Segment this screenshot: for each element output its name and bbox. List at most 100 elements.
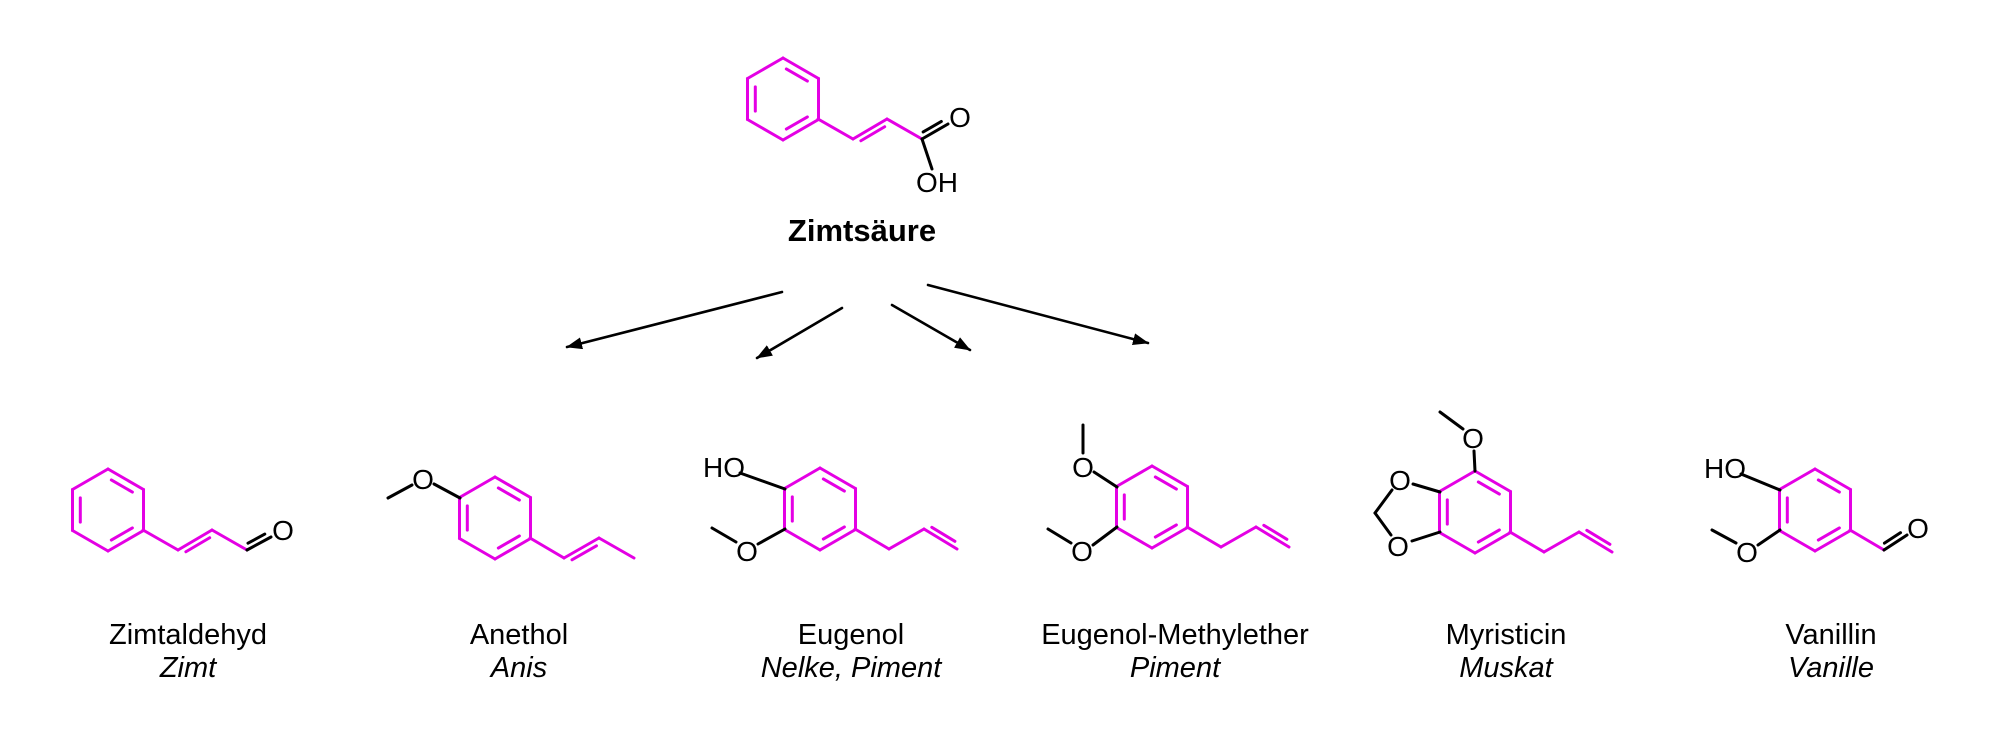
bond (921, 119, 943, 134)
atom-label-O: O (1072, 452, 1094, 483)
compound-source: Nelke, Piment (760, 652, 942, 684)
structure-eugenol: HO O (703, 452, 959, 567)
bond (141, 528, 180, 552)
bond (1739, 472, 1782, 492)
bond (738, 471, 787, 491)
parent-compound-label: Zimtsäure (787, 213, 937, 248)
compound-name: Eugenol-Methylether (1041, 619, 1309, 651)
bond (1816, 478, 1841, 494)
bond (176, 528, 214, 552)
bond (70, 467, 110, 491)
bond (745, 118, 785, 142)
bond (885, 117, 924, 141)
compound-source: Piment (1129, 652, 1221, 684)
derivation-arrow (565, 290, 784, 350)
atom-label-O: O (1907, 513, 1929, 544)
bond (1437, 469, 1477, 493)
derivation-arrow (926, 283, 1150, 345)
atom-label-O: O (736, 536, 758, 567)
bond (1153, 523, 1178, 539)
bond (1219, 525, 1258, 549)
bond (1813, 467, 1853, 491)
bond (1508, 530, 1546, 554)
bond (386, 483, 414, 500)
bond (106, 467, 146, 491)
bond (109, 526, 134, 542)
derivation-arrow (755, 306, 844, 360)
compound-label-zimtaldehyd: Zimtaldehyd Zimt (109, 619, 267, 685)
bond (496, 534, 521, 550)
bond (1585, 528, 1612, 546)
compound-label-myristicin: Myristicin Muskat (1446, 619, 1567, 685)
atom-label-O: O (1387, 531, 1409, 562)
compound-name: Vanillin (1785, 619, 1877, 651)
compound-name: Anethol (469, 619, 569, 651)
atom-label-O: O (1071, 536, 1093, 567)
bond (1410, 530, 1442, 543)
bond (920, 122, 950, 141)
atom-label-O: O (272, 515, 294, 546)
bond (1472, 449, 1477, 473)
atom-label-HO: HO (703, 452, 745, 483)
bond (570, 544, 598, 562)
bond (1476, 480, 1501, 496)
bond (859, 125, 887, 143)
bond (493, 475, 533, 499)
compound-name: Zimtaldehyd (109, 619, 267, 651)
atom-label-O: O (412, 464, 434, 495)
compound-source: Muskat (1459, 652, 1553, 684)
bond (818, 466, 858, 490)
compound-label-eugenol-methylether: Eugenol-Methylether Piment (1041, 619, 1309, 685)
structure-eugenol-methylether: OO (1046, 423, 1291, 567)
bond (1816, 526, 1841, 542)
bond (457, 537, 497, 561)
bond (493, 537, 533, 561)
bond (1411, 482, 1442, 494)
bond (782, 528, 822, 552)
compound-source: Anis (490, 652, 548, 684)
bond (184, 536, 212, 554)
atom-label-O: O (1736, 537, 1758, 568)
bond (1114, 464, 1154, 488)
bond (784, 67, 809, 83)
bond (1150, 464, 1190, 488)
bond (1813, 529, 1853, 553)
bond (816, 117, 855, 141)
bond (851, 117, 889, 141)
bond (1473, 531, 1513, 555)
bond (1153, 475, 1178, 491)
compound-label-eugenol: Eugenol Nelke, Piment (761, 619, 942, 685)
compound-name: Eugenol (797, 619, 905, 651)
bond (930, 525, 957, 543)
bond (597, 536, 636, 560)
bond (1438, 410, 1465, 431)
bond (1882, 531, 1903, 545)
bond (1254, 525, 1291, 549)
bond (246, 532, 267, 545)
derivation-arrow (890, 303, 972, 352)
bond (1091, 525, 1119, 547)
bond (853, 527, 891, 551)
bond (1185, 525, 1223, 549)
bond (756, 527, 787, 546)
atom-label-O: O (1389, 465, 1411, 496)
bond (1542, 530, 1581, 554)
atom-label-OH: OH (916, 167, 958, 198)
bond (562, 536, 601, 560)
structure-anethol: O (386, 464, 636, 562)
bond (1262, 523, 1289, 541)
bond (821, 477, 846, 493)
bond (70, 529, 110, 553)
structure-myristicin: O O O (1373, 410, 1614, 562)
bond (1114, 526, 1154, 550)
bond (920, 137, 934, 171)
bond (528, 536, 566, 560)
bond (782, 466, 822, 490)
bond (922, 527, 959, 551)
bond (1882, 533, 1909, 552)
bond (245, 535, 273, 552)
atom-label-O: O (1462, 423, 1484, 454)
bond (1710, 528, 1738, 545)
